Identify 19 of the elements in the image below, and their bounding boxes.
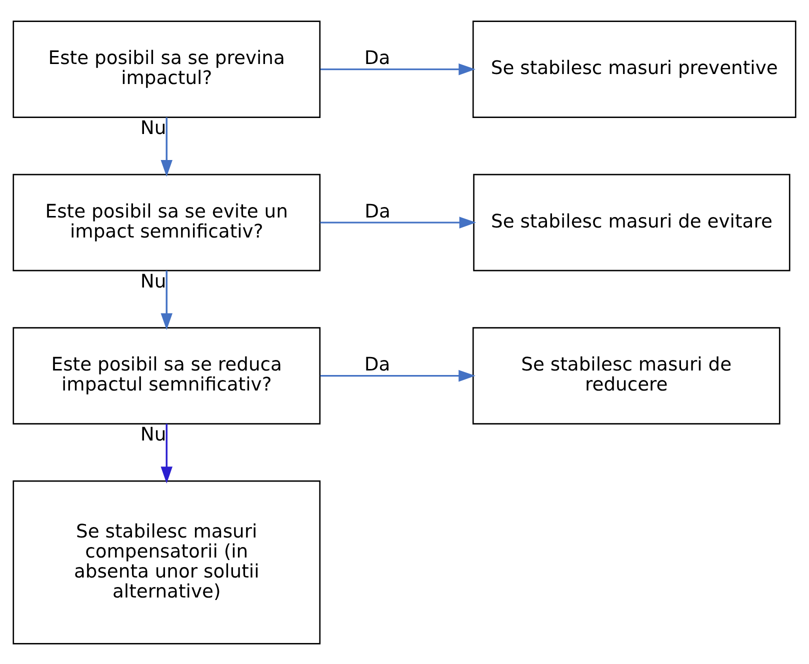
edge-label: Nu [140,424,166,446]
arrow [160,423,172,483]
edge-label: Nu [140,118,166,139]
edge-label: Da [364,354,390,376]
node-box: Se stabilesc masuri de evitare [473,173,790,271]
arrow [320,62,476,75]
node-box: Se stabilesc masuri compensatorii (in absenta unor solutii alternative) [12,480,321,644]
arrow [160,116,172,176]
edge-label: Nu [140,270,166,292]
arrow [320,369,476,382]
node-box: Este posibil sa se evite un impact semnificativ? [12,173,321,271]
arrow [320,216,476,228]
edge-label: Da [364,48,390,69]
node-box: Este posibil sa se previna impactul? [12,20,321,118]
arrow [160,270,172,330]
edge-label: Da [364,200,390,222]
node-box: Se stabilesc masuri de reducere [472,326,780,424]
node-box: Este posibil sa se reduca impactul semnificativ? [12,326,321,424]
node-box: Se stabilesc masuri preventive [472,20,796,118]
